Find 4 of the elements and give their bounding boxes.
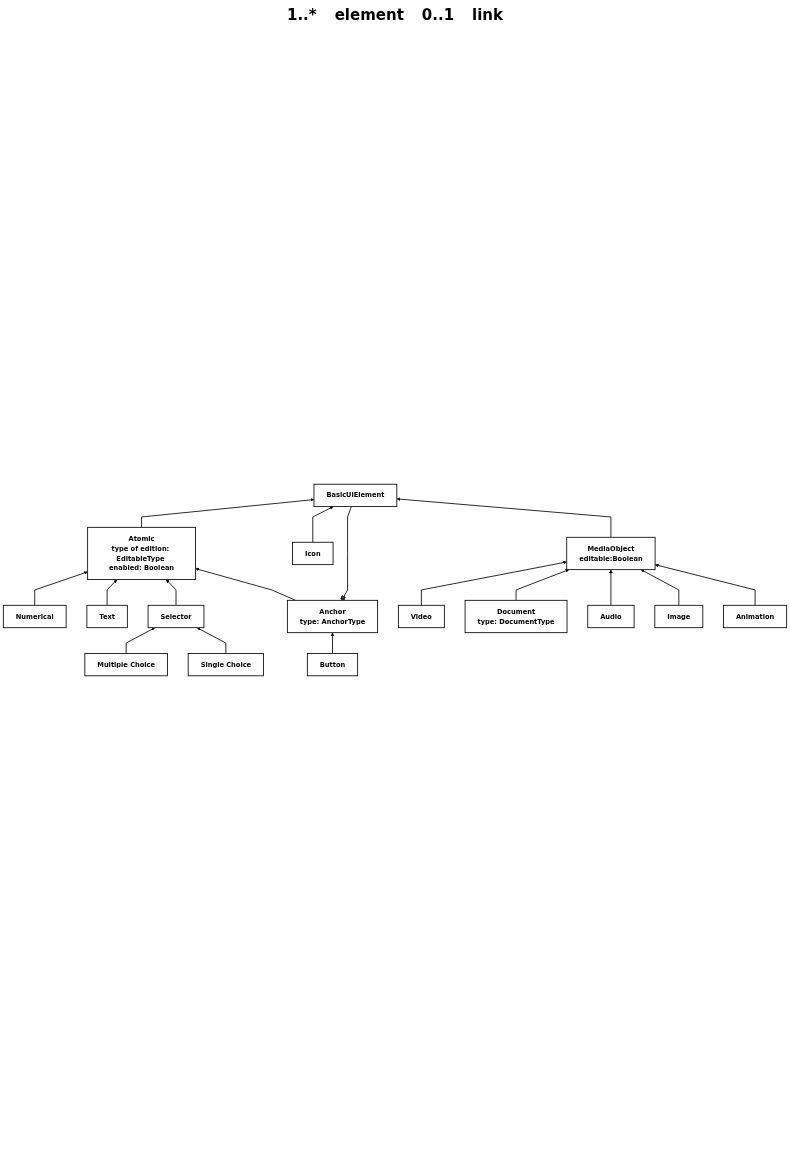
multiplicity-label: element (334, 6, 404, 24)
multiplicity-label: link (472, 6, 503, 24)
multiplicity-label: 1..* (286, 6, 317, 24)
multiplicity-label: 0..1 (421, 6, 455, 24)
